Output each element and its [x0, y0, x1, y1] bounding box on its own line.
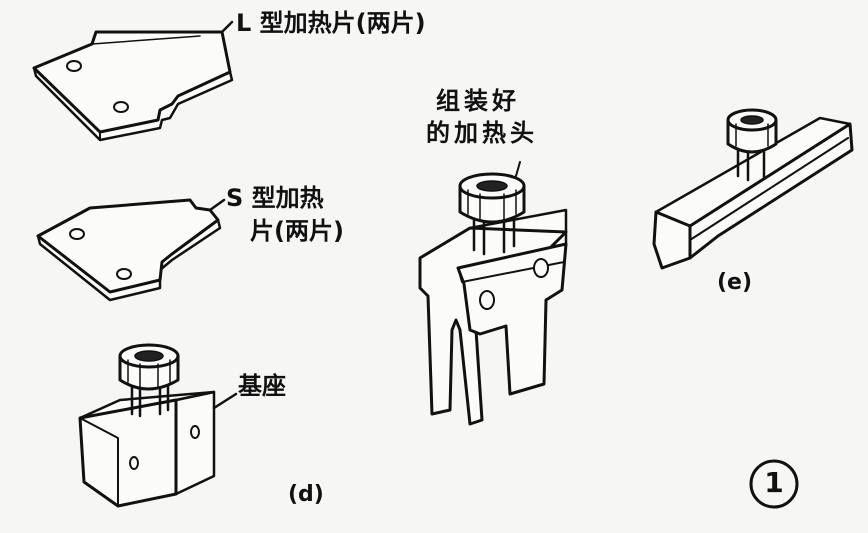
label-figure-e: (e) [717, 270, 753, 295]
figure-number-circle [749, 459, 799, 509]
label-s-type-plate-line2: 片(两片) [250, 217, 344, 245]
leader-line [208, 198, 226, 212]
assembled-heating-head [418, 161, 568, 426]
leader-line [220, 20, 234, 34]
label-s-type-plate-line1: S 型加热 [226, 184, 324, 212]
leader-line [515, 161, 521, 177]
leader-line [212, 392, 238, 410]
label-assembled-line1: 组装好 [436, 87, 520, 115]
label-figure-d: (d) [288, 482, 324, 507]
hole [190, 425, 200, 439]
rail-screw [726, 108, 778, 182]
label-l-type-plate: L 型加热片(两片) [236, 9, 426, 37]
base-screw [118, 343, 180, 418]
hole [533, 258, 549, 278]
hole [479, 290, 495, 310]
label-base: 基座 [238, 372, 286, 400]
l-type-heating-plate [32, 20, 234, 142]
hole [129, 456, 139, 470]
rail-piece [652, 108, 854, 270]
s-type-heating-plate [36, 198, 226, 302]
hole [69, 228, 85, 240]
hole [113, 101, 129, 113]
base-block [78, 343, 238, 508]
hole [66, 60, 82, 72]
hole [116, 268, 132, 280]
circled-number-text: 1 [764, 466, 784, 499]
head-screw [458, 172, 526, 256]
label-assembled-line2: 的加热头 [426, 119, 538, 147]
